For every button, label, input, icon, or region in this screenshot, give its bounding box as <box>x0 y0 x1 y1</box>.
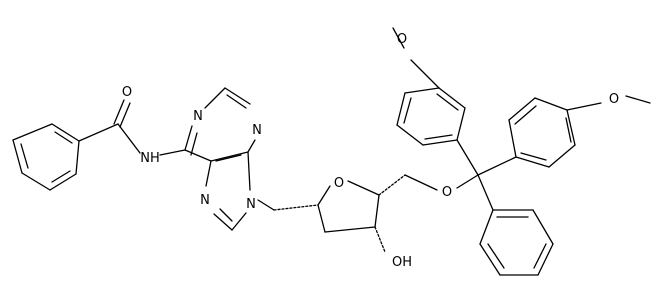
aromatic-inner-bond <box>514 105 537 125</box>
bond <box>625 95 651 104</box>
bond <box>347 180 380 196</box>
aromatic-inner-bond <box>54 131 73 144</box>
aromatic-inner-bond <box>520 152 547 161</box>
bond <box>534 97 568 111</box>
bond <box>117 123 141 154</box>
purine-n3-label: N <box>252 123 262 138</box>
bond <box>78 123 119 142</box>
bond <box>548 144 576 168</box>
bond <box>374 194 380 228</box>
bond <box>508 97 536 121</box>
purine-n7-label: N <box>200 193 210 208</box>
bond <box>204 87 226 109</box>
aromatic-inner-bond <box>226 94 247 109</box>
bond <box>566 109 576 146</box>
bond <box>317 204 326 233</box>
bond <box>324 226 376 233</box>
ether-oxygen-label: O <box>442 185 452 200</box>
methoxy-oxygen-top-label: O <box>397 32 407 47</box>
aromatic-inner-bond <box>436 93 459 111</box>
bond <box>477 156 517 176</box>
bond <box>213 213 233 231</box>
purine-n9-label: N <box>246 197 256 212</box>
hydroxyl-label: OH <box>392 255 412 270</box>
bond <box>479 243 501 276</box>
methoxy-oxygen-right-label: O <box>609 92 619 107</box>
carbonyl-double-bond <box>119 102 131 128</box>
bond <box>566 102 602 111</box>
bond <box>477 174 494 211</box>
purine-n1-label: N <box>193 109 203 124</box>
bond <box>396 124 424 146</box>
amide-nh-label: NH <box>140 151 160 166</box>
bond <box>515 156 550 168</box>
bond <box>12 139 23 174</box>
hashed-bond <box>378 174 406 196</box>
aromatic-inner-bond <box>219 208 233 222</box>
bond <box>12 123 53 141</box>
bond <box>508 119 517 158</box>
bond <box>422 139 458 146</box>
bond <box>205 160 212 187</box>
aromatic-inner-bond <box>215 154 242 162</box>
bond <box>532 209 554 245</box>
bond <box>456 174 479 189</box>
bond-layer <box>12 27 651 276</box>
bond <box>159 149 186 156</box>
bond <box>410 59 440 89</box>
aromatic-inner-bond <box>190 132 198 156</box>
atom-label-layer: O NH N N N N O O OH O O <box>122 32 619 270</box>
bond <box>231 212 247 231</box>
aromatic-inner-bond <box>565 117 572 143</box>
hashed-bond <box>273 204 319 211</box>
carbonyl-oxygen-label: O <box>122 85 132 100</box>
bond <box>404 87 440 94</box>
bond <box>438 87 466 109</box>
bond <box>537 243 554 276</box>
bond <box>224 87 251 105</box>
ring-oxygen-label: O <box>334 176 344 191</box>
aromatic-inner-bond <box>403 97 412 124</box>
bond <box>392 27 405 49</box>
bond <box>456 107 466 141</box>
hashed-bond <box>374 226 386 253</box>
aromatic-inner-bond <box>424 134 453 140</box>
bond <box>184 125 193 151</box>
bond <box>404 174 438 191</box>
bond <box>184 149 212 162</box>
aromatic-inner-bond <box>487 243 505 269</box>
aromatic-inner-bond <box>51 170 71 183</box>
bond <box>51 123 80 142</box>
bond <box>49 173 77 191</box>
bond <box>75 140 80 175</box>
aromatic-inner-bond <box>533 243 547 269</box>
carbonyl-double-bond <box>113 99 125 125</box>
bond <box>456 139 479 176</box>
bond <box>247 139 256 153</box>
bond <box>396 92 406 126</box>
bond <box>21 172 51 191</box>
bond <box>210 151 249 162</box>
bond <box>479 209 494 245</box>
aromatic-inner-bond <box>20 143 29 169</box>
bond <box>247 151 251 191</box>
bond <box>317 185 331 206</box>
bond <box>257 199 275 211</box>
